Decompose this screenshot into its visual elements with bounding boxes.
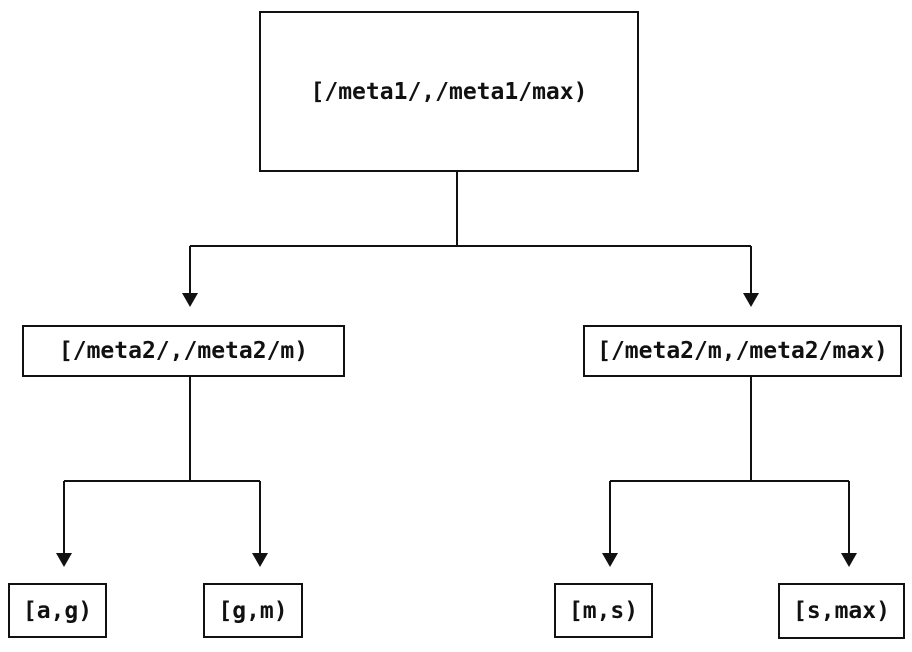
node-range-s-max: [s,max)	[778, 583, 905, 639]
arrowhead-icon	[252, 553, 268, 567]
node-meta2-right-range: [/meta2/m,/meta2/max)	[583, 325, 902, 377]
node-range-a-g: [a,g)	[8, 583, 107, 638]
arrowhead-icon	[602, 553, 618, 567]
node-range-m-s: [m,s)	[554, 583, 653, 638]
arrowhead-icon	[56, 553, 72, 567]
node-range-g-m: [g,m)	[203, 583, 303, 638]
connector-right-to-leaves	[609, 377, 850, 553]
arrowhead-icon	[841, 553, 857, 567]
arrowhead-icon	[743, 293, 759, 307]
connector-root-to-children	[189, 172, 752, 293]
node-meta2-left-range: [/meta2/,/meta2/m)	[22, 325, 345, 377]
connector-left-to-leaves	[63, 377, 261, 553]
node-meta1-range: [/meta1/,/meta1/max)	[259, 11, 639, 172]
arrowhead-icon	[182, 293, 198, 307]
